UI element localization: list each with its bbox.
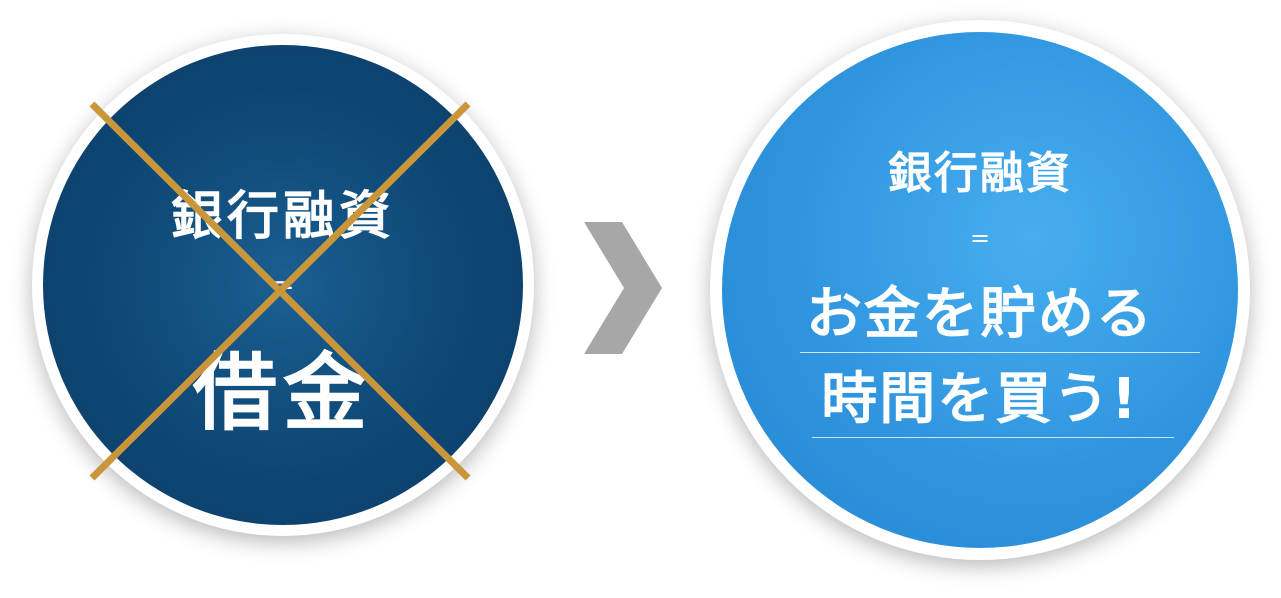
right-circle: 銀行融資 = お金を貯める 時間を買う! [710,20,1250,560]
right-circle-underline-2 [812,437,1174,438]
chevron-right-icon [584,222,662,354]
right-circle-line2: お金を貯める [806,282,1154,347]
left-circle-line2: 借金 [192,344,373,442]
cross-out-icon [89,101,471,481]
right-circle-fill: 銀行融資 = お金を貯める 時間を買う! [722,32,1238,548]
right-circle-equals: = [969,224,991,252]
right-circle-line3: 時間を買う! [821,367,1139,432]
right-circle-line1: 銀行融資 [888,148,1072,199]
right-circle-underline-1 [800,352,1200,353]
